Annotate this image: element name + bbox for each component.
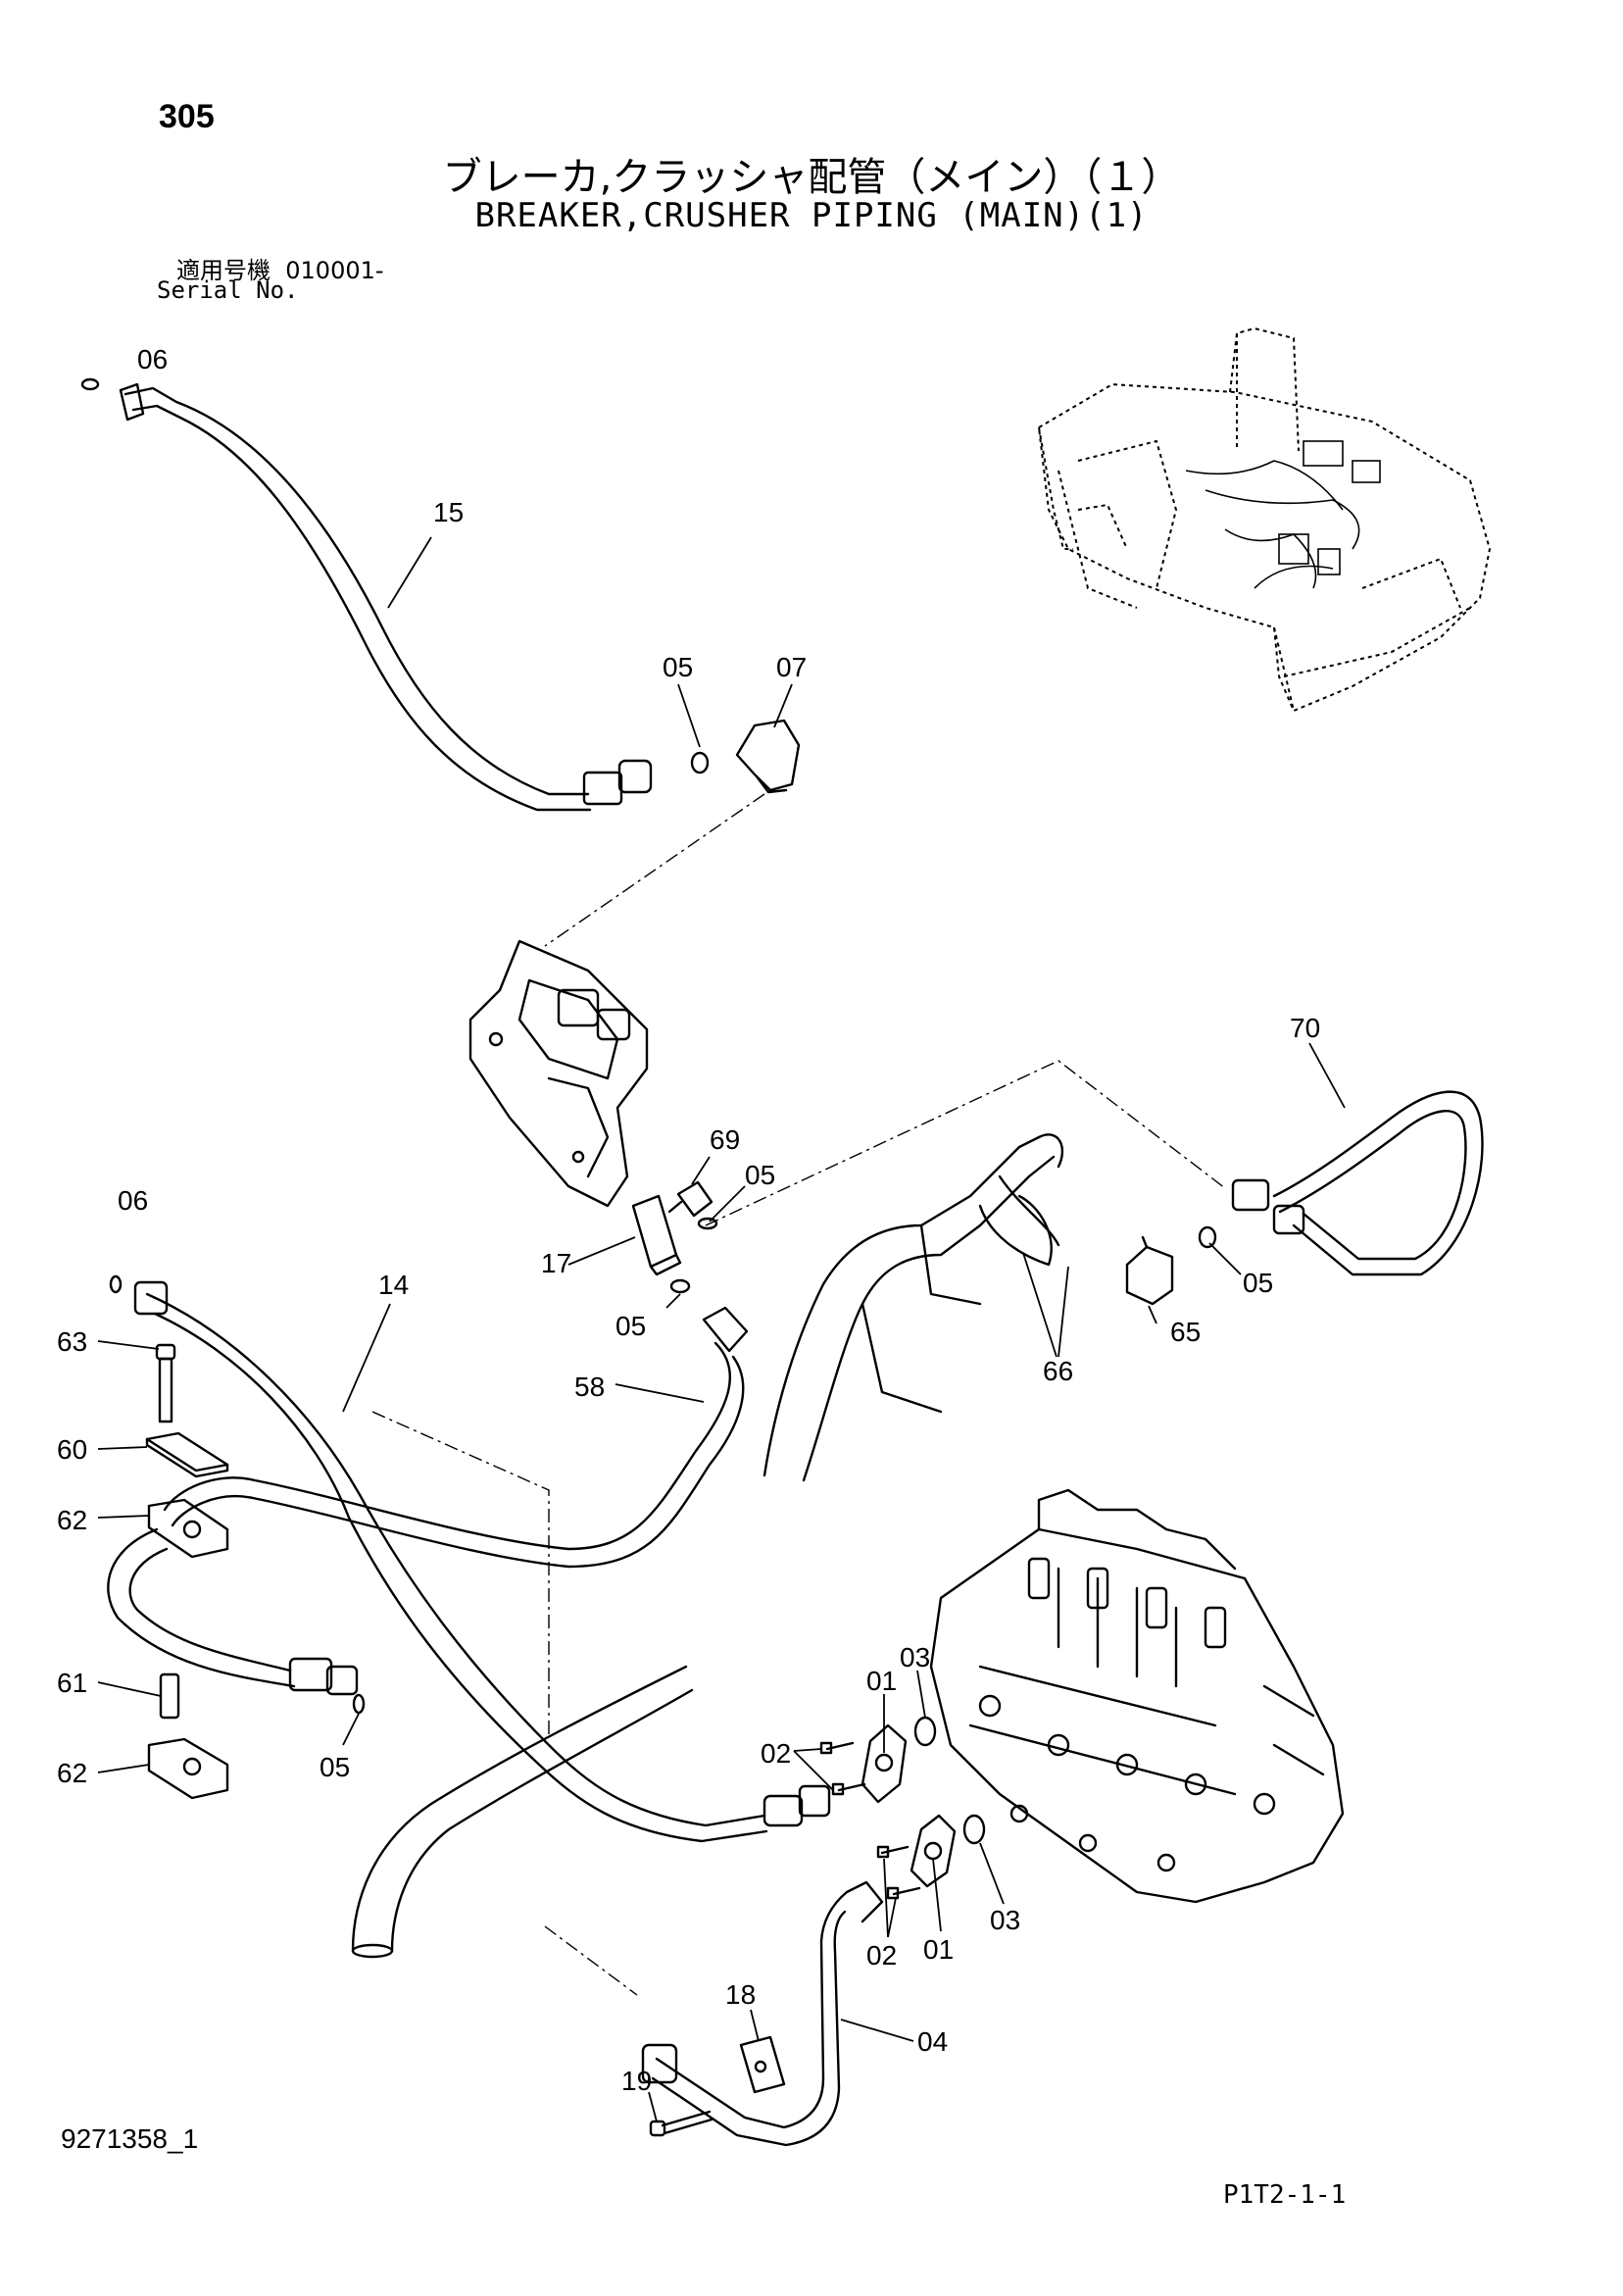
- page-title-japanese: ブレーカ,クラッシャ配管（メイン）（１）: [442, 155, 1181, 200]
- callout-61: 61: [57, 1668, 87, 1698]
- page-reference: P1T2-1-1: [1223, 2180, 1347, 2210]
- o-ring-06-lower: [109, 1274, 123, 1294]
- machine-overview-sketch: [1037, 326, 1492, 713]
- callout-62-upper: 62: [57, 1505, 87, 1535]
- o-ring-05-at-70: [1198, 1225, 1217, 1249]
- flange-01-lower: [910, 1814, 957, 1888]
- connection-line-valve-to-70: [705, 1060, 1226, 1226]
- hose-15: [80, 377, 653, 812]
- callout-60: 60: [57, 1434, 87, 1465]
- callout-63: 63: [57, 1326, 87, 1357]
- connector-fitting-17: [631, 1194, 682, 1276]
- o-ring-03-upper: [913, 1716, 937, 1747]
- callout-06-lower: 06: [118, 1185, 148, 1216]
- main-pipe-with-clamps: [762, 1133, 1064, 1482]
- callout-01-upper: 01: [866, 1666, 897, 1696]
- callout-19: 19: [621, 2066, 652, 2096]
- callout-14: 14: [378, 1270, 409, 1300]
- callout-05-at-69: 05: [745, 1160, 775, 1190]
- callout-05-at-17: 05: [615, 1311, 646, 1341]
- plug-65: [1125, 1235, 1174, 1306]
- o-ring-05-lower-left: [352, 1693, 366, 1715]
- callout-04: 04: [917, 2026, 948, 2057]
- connection-line-15-to-valve: [544, 793, 765, 947]
- document-id: 9271358_1: [61, 2123, 199, 2154]
- callout-70: 70: [1290, 1013, 1320, 1043]
- leader-lines: [97, 536, 1346, 2122]
- connection-line-14-to-valve: [371, 1411, 550, 1735]
- lower-left-pipe: [351, 1665, 694, 1959]
- callout-05-lower-left: 05: [320, 1752, 350, 1782]
- serial-label-japanese: 適用号機 010001-: [176, 251, 384, 285]
- bolt-19: [649, 2110, 713, 2137]
- callout-17: 17: [541, 1248, 571, 1278]
- callout-05-upper: 05: [663, 652, 693, 682]
- adapter-fitting-69: [667, 1180, 713, 1218]
- callout-02-lower: 02: [866, 1940, 897, 1971]
- clamp-62-upper: [147, 1498, 229, 1559]
- serial-number-value: 010001-: [285, 257, 384, 284]
- callout-numbers: 06 15 05 07 70 69 05 06 17 14 05 05 65 6…: [57, 344, 1320, 2096]
- callout-03-upper: 03: [900, 1642, 930, 1672]
- hose-70: [1231, 1090, 1484, 1276]
- callout-05-at-70: 05: [1243, 1268, 1273, 1298]
- clamp-18: [739, 2035, 786, 2094]
- bolt-02-lower: [876, 1845, 921, 1900]
- serial-label-jp-text: 適用号機: [176, 257, 270, 284]
- callout-01-lower: 01: [923, 1934, 954, 1965]
- spacer-61: [159, 1672, 180, 1720]
- callout-07: 07: [776, 652, 807, 682]
- hose-14: [133, 1280, 831, 1843]
- o-ring-05-at-17: [669, 1278, 691, 1294]
- pipe-04: [641, 1880, 884, 2147]
- o-ring-05-upper: [690, 751, 710, 774]
- bolt-63: [155, 1343, 176, 1423]
- callout-66: 66: [1043, 1356, 1073, 1386]
- page-number: 305: [159, 98, 215, 135]
- callout-06-upper: 06: [137, 344, 168, 374]
- bolt-02-upper: [819, 1741, 866, 1796]
- control-valve-assembly: [929, 1488, 1345, 1904]
- callout-58: 58: [574, 1372, 605, 1402]
- serial-label-english: Serial No.: [157, 276, 299, 304]
- hose-58: [163, 1306, 749, 1569]
- lower-left-hose: [107, 1527, 359, 1696]
- callout-65: 65: [1170, 1317, 1201, 1347]
- callout-02-upper: 02: [761, 1738, 791, 1769]
- clamp-62-lower: [147, 1737, 229, 1800]
- callout-69: 69: [710, 1124, 740, 1155]
- callout-03-lower: 03: [990, 1905, 1020, 1935]
- callout-18: 18: [725, 1979, 756, 2010]
- connection-line-04-to-18: [544, 1925, 638, 1996]
- o-ring-03-lower: [962, 1814, 986, 1845]
- plate-60: [145, 1431, 229, 1478]
- callout-62-lower: 62: [57, 1758, 87, 1788]
- callout-15: 15: [433, 497, 464, 527]
- page-title-english: BREAKER,CRUSHER PIPING (MAIN)(1): [474, 196, 1149, 235]
- elbow-fitting-07: [735, 719, 801, 794]
- valve-block-bracket: [468, 939, 649, 1208]
- o-ring-05-at-69: [697, 1217, 718, 1230]
